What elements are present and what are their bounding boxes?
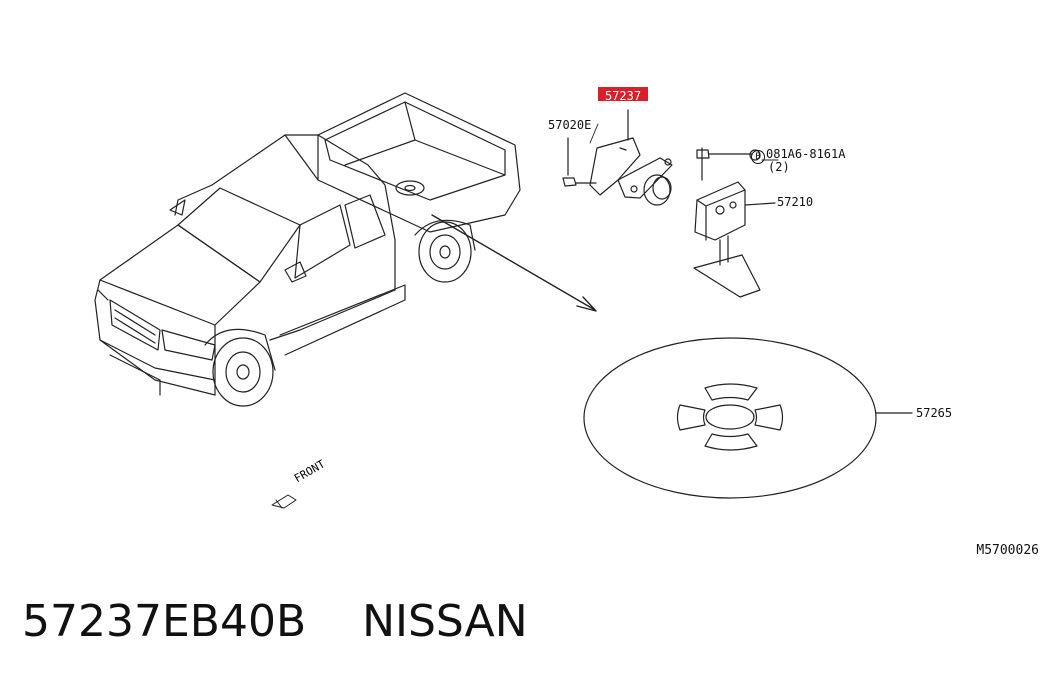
carrier-label: 57210 [777,195,814,209]
part-number: 57237EB40B [22,596,307,647]
bolt-57020E-illustration [562,137,597,187]
spare-tire-label: 57265 [916,406,953,420]
bolt-label: 57020E [548,118,592,132]
brand-name: NISSAN [362,596,528,647]
highlighted-part-callout[interactable]: 57237 [598,87,648,103]
spare-tire-illustration [583,337,913,499]
part-caption: 57237EB40B NISSAN [22,596,528,647]
caption-spacer [306,596,362,647]
diagram-code: M5700026 [976,543,1039,558]
pickup-truck-illustration [94,92,521,407]
bracket-57237-illustration [589,109,673,206]
ref-circle-icon: B [751,150,765,164]
carrier-57210-illustration [693,147,776,298]
bracket-bolt-ref-label: 081A6-8161A [766,147,846,161]
bracket-bolt-qty-label: (2) [768,160,790,174]
bolt-ref-circle: B [751,148,765,164]
